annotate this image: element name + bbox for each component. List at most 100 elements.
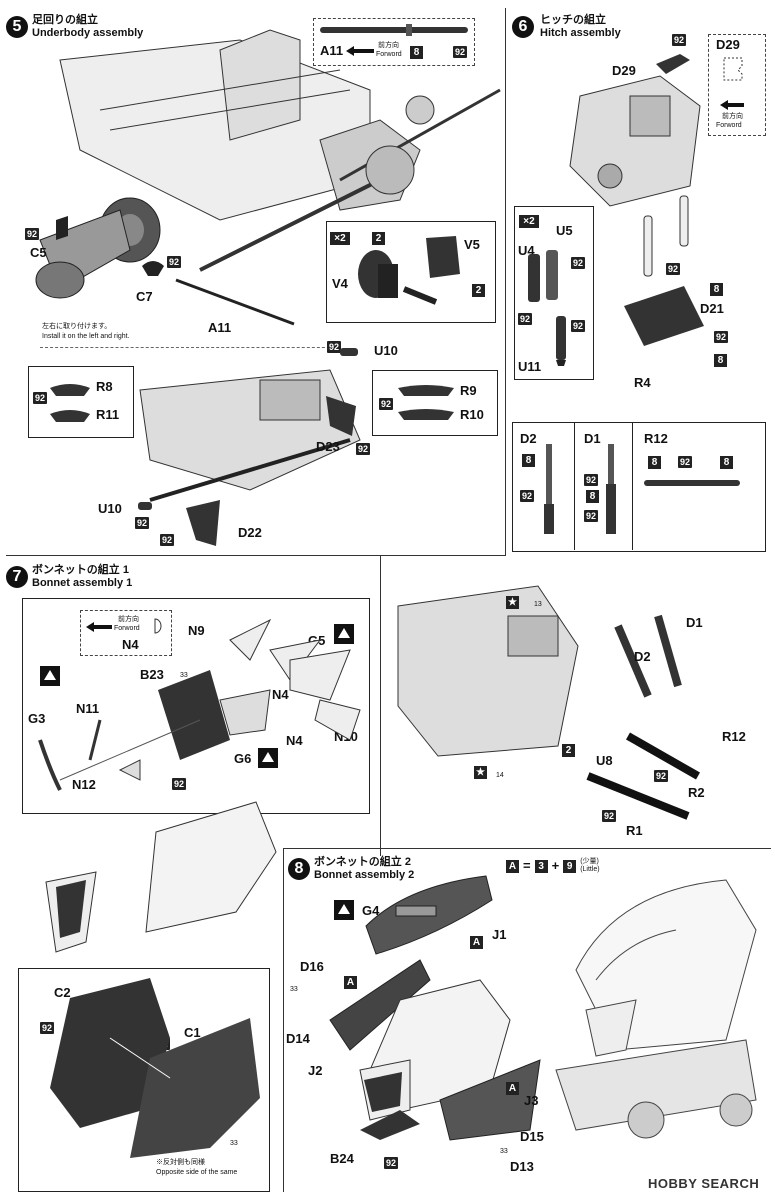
forward-arrow-icon	[86, 622, 112, 632]
u4-u5-parts	[528, 250, 558, 302]
completed-tractor-illustration	[555, 879, 757, 1139]
badge-8: 8	[714, 354, 727, 367]
formula-eq: =	[523, 858, 531, 873]
bonnet-body-illustration	[45, 801, 277, 953]
multiplier-x2: ×2	[330, 232, 350, 245]
u10-top-label: U10	[374, 343, 398, 358]
n4-outline-icon	[154, 618, 162, 634]
c2-label: C2	[54, 985, 71, 1000]
r10-label: R10	[460, 407, 484, 422]
formula-x: 3	[534, 859, 548, 873]
badge-92: 92	[25, 228, 40, 240]
n4-forward-box	[80, 610, 172, 656]
star-icon: ★	[506, 596, 519, 609]
n4-box-label: N4	[122, 637, 139, 652]
d22-label: D22	[238, 525, 262, 540]
d2-label: D2	[634, 649, 651, 664]
r8-r11-box	[28, 366, 134, 438]
b23-label: B23	[140, 667, 164, 682]
r12-label: R12	[722, 729, 746, 744]
a11-bottom-label: A11	[208, 320, 232, 335]
g4-label: G4	[362, 903, 380, 918]
badge-92: 92	[33, 392, 48, 404]
d29-box-label: D29	[716, 37, 740, 52]
divider-horizontal-step8	[283, 848, 771, 849]
chrome-plated-icon	[40, 666, 60, 686]
badge-8: 8	[720, 456, 733, 469]
step7-number: 7	[6, 566, 28, 588]
r4-label: R4	[634, 375, 651, 390]
badge-2: 2	[372, 232, 385, 245]
badge-92: 92	[379, 398, 394, 410]
step8-bonnet-assembly	[329, 959, 541, 1141]
a11-forward-ja: 前方向	[378, 42, 399, 49]
hitch-arms-illustration	[624, 195, 704, 346]
chrome-plated-icon	[334, 900, 354, 920]
r9-label: R9	[460, 383, 477, 398]
c1-label: C1	[184, 1025, 201, 1040]
c1-c2-parts	[50, 978, 260, 1158]
star14-label: 14	[496, 772, 504, 779]
badge-8: 8	[710, 283, 723, 296]
forward-arrow-icon	[346, 46, 374, 56]
badge-92: 92	[571, 320, 586, 332]
badge-92: 92	[672, 34, 687, 46]
u4-label: U4	[518, 243, 535, 258]
badge-92: 92	[714, 331, 729, 343]
step7-note-ja: ※反対側も同様	[156, 1159, 205, 1166]
bonnet-parts-illustration	[38, 618, 361, 791]
wheel-hub-illustration	[35, 197, 161, 299]
a11-forward-en: Forword	[376, 51, 402, 58]
n4-label-a: N4	[272, 687, 289, 702]
box-divider-2	[632, 422, 633, 550]
step5-title-ja: 足回りの組立	[32, 14, 98, 26]
a-marker: A	[470, 936, 483, 949]
badge-8: 8	[410, 46, 423, 59]
u10-bottom-bolt-icon	[138, 502, 152, 510]
b33-label: 33	[230, 1140, 238, 1147]
d1-label: D1	[686, 615, 703, 630]
badge-92: 92	[654, 770, 669, 782]
step6-hitch-assembly	[569, 75, 701, 207]
badge-8: 8	[648, 456, 661, 469]
badge-92: 92	[666, 263, 681, 275]
a11-shaft-illustration	[320, 24, 468, 36]
j2-label: J2	[308, 1063, 323, 1078]
badge-92: 92	[584, 474, 599, 486]
d2-part	[544, 444, 554, 534]
d1-box-label: D1	[584, 431, 601, 446]
d29-forward-en: Forword	[716, 122, 742, 129]
u11-part	[556, 316, 566, 366]
step5-chassis-illustration	[59, 29, 501, 272]
formula-plus: +	[551, 858, 560, 873]
badge-2: 2	[472, 284, 485, 297]
c7-part-icon	[142, 261, 164, 276]
b24-part	[360, 1110, 420, 1140]
badge-92: 92	[602, 810, 617, 822]
d13-label: D13	[510, 1159, 534, 1174]
badge-92: 92	[172, 778, 187, 790]
d16-label: D16	[300, 959, 324, 974]
step7-note-en: Opposite side of the same	[156, 1169, 238, 1176]
r12-part	[644, 480, 740, 486]
d2-box-label: D2	[520, 431, 537, 446]
formula-small-ja: (少量)	[580, 858, 599, 865]
badge-92: 92	[453, 46, 468, 58]
step5-number: 5	[6, 16, 28, 38]
box-divider-1	[574, 422, 575, 550]
d29-outline-icon	[723, 57, 743, 81]
badge-92: 92	[167, 256, 182, 268]
formula-a: A	[506, 859, 519, 873]
v4-v5-box	[326, 221, 496, 323]
badge-92: 92	[584, 510, 599, 522]
divider-horizontal-step7	[6, 555, 506, 556]
d21-label: D21	[700, 301, 724, 316]
step8-title-ja: ボンネットの組立 2	[314, 856, 411, 868]
step7-title-ja: ボンネットの組立 1	[32, 564, 129, 576]
divider-vertical-step7	[380, 556, 381, 856]
u4-u5-box	[514, 206, 594, 380]
d29-forward-ja: 前方向	[722, 113, 743, 120]
step6-title-ja: ヒッチの組立	[540, 14, 606, 26]
r2-label: R2	[688, 785, 705, 800]
d29-label: D29	[612, 63, 636, 78]
